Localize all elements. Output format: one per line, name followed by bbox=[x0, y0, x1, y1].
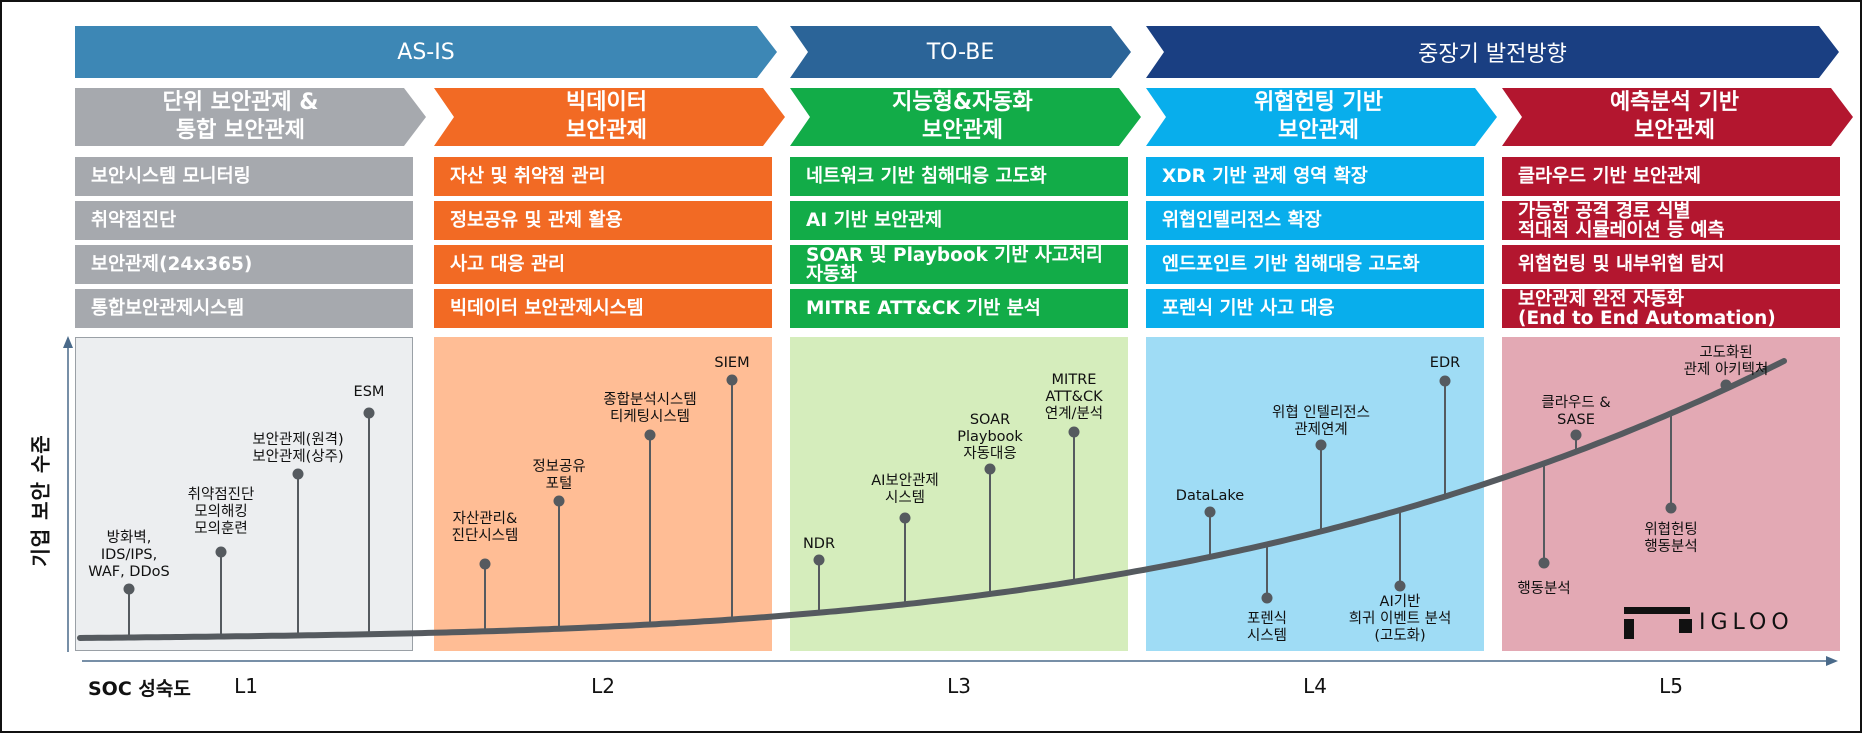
milestone-dot bbox=[899, 512, 911, 524]
level-title-1: 단위 보안관제 & 통합 보안관제 bbox=[75, 88, 426, 146]
milestone-label: 클라우드 & SASE bbox=[1541, 395, 1611, 428]
milestone-dot bbox=[479, 558, 491, 570]
igloo-logo-text: IGLOO bbox=[1699, 610, 1794, 635]
level-2-item: 빅데이터 보안관제시스템 bbox=[434, 289, 772, 328]
milestone-label: 위협헌팅 행동분석 bbox=[1644, 522, 1698, 555]
y-axis-arrow bbox=[63, 336, 73, 348]
milestone-label: MITRE ATT&CK 연계/분석 bbox=[1044, 372, 1104, 422]
level-4-item: 위협인텔리전스 확장 bbox=[1146, 201, 1484, 240]
milestone-label: 고도화된 관제 아키텍쳐 bbox=[1683, 345, 1769, 378]
phase-banner-0: AS-IS bbox=[75, 26, 777, 78]
milestone-label: 종합분석시스템 티케팅시스템 bbox=[603, 392, 697, 425]
phase-label: AS-IS bbox=[397, 39, 455, 65]
milestone-dot bbox=[363, 407, 375, 419]
level-2-item: 사고 대응 관리 bbox=[434, 245, 772, 284]
milestone-dot bbox=[813, 554, 825, 566]
maturity-level-label: L5 bbox=[1659, 674, 1683, 698]
milestone-dot bbox=[1538, 557, 1550, 569]
level-title-5: 예측분석 기반 보안관제 bbox=[1502, 88, 1853, 146]
milestone-dot bbox=[984, 463, 996, 475]
milestone-label: SOAR Playbook 자동대응 bbox=[957, 412, 1023, 462]
igloo-logo: IGLOO bbox=[1624, 605, 1789, 641]
level-4-item: 포렌식 기반 사고 대응 bbox=[1146, 289, 1484, 328]
milestone-label: 위협 인텔리전스 관제연계 bbox=[1272, 405, 1370, 438]
level-2-item: 자산 및 취약점 관리 bbox=[434, 157, 772, 196]
milestone-dot bbox=[553, 495, 565, 507]
phase-banner-2: 중장기 발전방향 bbox=[1146, 26, 1839, 78]
level-4-item: XDR 기반 관제 영역 확장 bbox=[1146, 157, 1484, 196]
y-axis-label: 기업 보안 수준 bbox=[28, 434, 53, 567]
phase-banner-1: TO-BE bbox=[790, 26, 1131, 78]
level-4-panel bbox=[1146, 337, 1484, 651]
level-title-2: 빅데이터 보안관제 bbox=[434, 88, 785, 146]
milestone-label: 보안관제(원격) 보안관제(상주) bbox=[252, 432, 344, 465]
level-1-item: 통합보안관제시스템 bbox=[75, 289, 413, 328]
milestone-dot bbox=[1439, 375, 1451, 387]
milestone-label: 행동분석 bbox=[1517, 581, 1571, 597]
milestone-dot bbox=[1720, 379, 1732, 391]
milestone-label: AI보안관제 시스템 bbox=[871, 473, 939, 506]
maturity-level-label: L2 bbox=[591, 674, 615, 698]
milestone-dot bbox=[1570, 429, 1582, 441]
level-5-item: 보안관제 완전 자동화 (End to End Automation) bbox=[1502, 289, 1840, 328]
level-title-4: 위협헌팅 기반 보안관제 bbox=[1146, 88, 1497, 146]
milestone-dot bbox=[644, 429, 656, 441]
maturity-level-label: L3 bbox=[947, 674, 971, 698]
level-3-item: MITRE ATT&CK 기반 분석 bbox=[790, 289, 1128, 328]
level-1-item: 보안시스템 모니터링 bbox=[75, 157, 413, 196]
level-3-item: SOAR 및 Playbook 기반 사고처리 자동화 bbox=[790, 245, 1128, 284]
milestone-dot bbox=[292, 468, 304, 480]
maturity-level-label: L4 bbox=[1303, 674, 1327, 698]
level-5-item: 가능한 공격 경로 식별 적대적 시뮬레이션 등 예측 bbox=[1502, 201, 1840, 240]
level-1-item: 취약점진단 bbox=[75, 201, 413, 240]
milestone-label: 취약점진단 모의해킹 모의훈련 bbox=[187, 487, 255, 537]
milestone-label: DataLake bbox=[1175, 488, 1245, 504]
level-3-item: AI 기반 보안관제 bbox=[790, 201, 1128, 240]
milestone-label: ESM bbox=[353, 384, 385, 400]
maturity-level-label: L1 bbox=[234, 674, 258, 698]
milestone-dot bbox=[1315, 439, 1327, 451]
phase-label: TO-BE bbox=[926, 39, 995, 65]
milestone-label: 방화벽, IDS/IPS, WAF, DDoS bbox=[88, 530, 170, 580]
level-2-item: 정보공유 및 관제 활용 bbox=[434, 201, 772, 240]
milestone-label: NDR bbox=[802, 536, 836, 552]
x-axis-arrow bbox=[1826, 656, 1838, 666]
milestone-label: EDR bbox=[1429, 355, 1461, 371]
level-5-item: 위협헌팅 및 내부위협 탐지 bbox=[1502, 245, 1840, 284]
milestone-label: SIEM bbox=[714, 355, 750, 371]
level-3-item: 네트워크 기반 침해대응 고도화 bbox=[790, 157, 1128, 196]
milestone-label: 포렌식 시스템 bbox=[1246, 611, 1288, 644]
level-2-panel bbox=[434, 337, 772, 651]
level-title-3: 지능형&자동화 보안관제 bbox=[790, 88, 1141, 146]
milestone-label: 자산관리& 진단시스템 bbox=[451, 511, 519, 544]
milestone-dot bbox=[726, 374, 738, 386]
level-1-panel bbox=[75, 337, 413, 651]
level-5-item: 클라우드 기반 보안관제 bbox=[1502, 157, 1840, 196]
milestone-dot bbox=[1204, 506, 1216, 518]
milestone-dot bbox=[1394, 580, 1406, 592]
milestone-dot bbox=[1068, 426, 1080, 438]
milestone-dot bbox=[1261, 592, 1273, 604]
milestone-label: 정보공유 포털 bbox=[532, 459, 586, 492]
milestone-label: AI기반 희귀 이벤트 분석 (고도화) bbox=[1348, 594, 1452, 644]
milestone-dot bbox=[215, 546, 227, 558]
milestone-dot bbox=[123, 583, 135, 595]
igloo-logo-mark bbox=[1624, 607, 1692, 639]
x-axis-label: SOC 성숙도 bbox=[88, 678, 191, 700]
milestone-dot bbox=[1665, 502, 1677, 514]
maturity-curve bbox=[77, 358, 1787, 641]
phase-label: 중장기 발전방향 bbox=[1418, 42, 1567, 67]
level-1-item: 보안관제(24x365) bbox=[75, 245, 413, 284]
level-4-item: 엔드포인트 기반 침해대응 고도화 bbox=[1146, 245, 1484, 284]
